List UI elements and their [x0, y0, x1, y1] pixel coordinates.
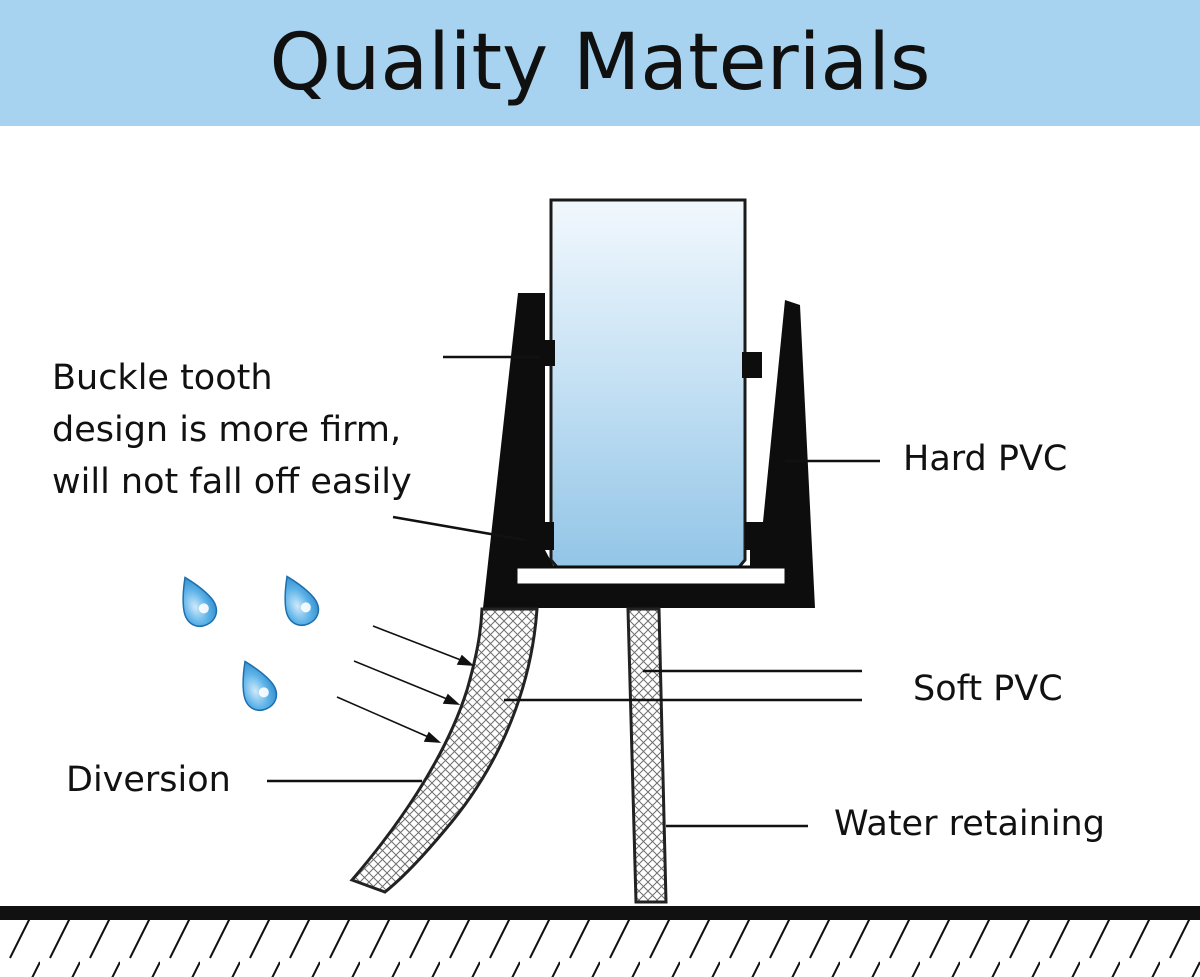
label-buckle-line-2: design is more firm,: [52, 410, 402, 450]
soft-pvc-diversion-lip: [349, 607, 539, 894]
soft-pvc-retaining-strip: [626, 607, 668, 904]
water-drop-3: [242, 660, 278, 711]
frame-channel: [514, 565, 788, 587]
label-water-retaining: Water retaining: [834, 804, 1105, 844]
buckle-tooth-left-bottom: [520, 522, 554, 550]
leader-buckle-bottom: [392, 515, 526, 542]
hard-pvc-frame: [483, 293, 815, 608]
banner: Quality Materials: [0, 0, 1200, 126]
water-flow-arrows: [336, 625, 475, 743]
label-diversion: Diversion: [66, 760, 231, 800]
floor-hatching: [0, 920, 1200, 977]
buckle-tooth-left-top: [537, 340, 555, 366]
label-soft-pvc: Soft PVC: [913, 669, 1063, 709]
label-hard-pvc: Hard PVC: [903, 439, 1068, 479]
label-buckle-line-1: Buckle tooth: [52, 358, 273, 398]
buckle-tooth-right-top: [742, 352, 762, 378]
leader-lines: [267, 355, 880, 828]
banner-background: [0, 0, 1200, 126]
water-drop-2: [284, 575, 320, 626]
floor-line: [0, 906, 1200, 920]
glass-panel: [549, 198, 747, 582]
banner-title: Quality Materials: [269, 18, 931, 108]
label-buckle-line-3: will not fall off easily: [52, 462, 412, 502]
label-buckle-tooth: Buckle tooth design is more firm, will n…: [52, 352, 412, 508]
buckle-tooth-right-bottom: [745, 522, 781, 550]
water-drop-1: [182, 576, 218, 627]
